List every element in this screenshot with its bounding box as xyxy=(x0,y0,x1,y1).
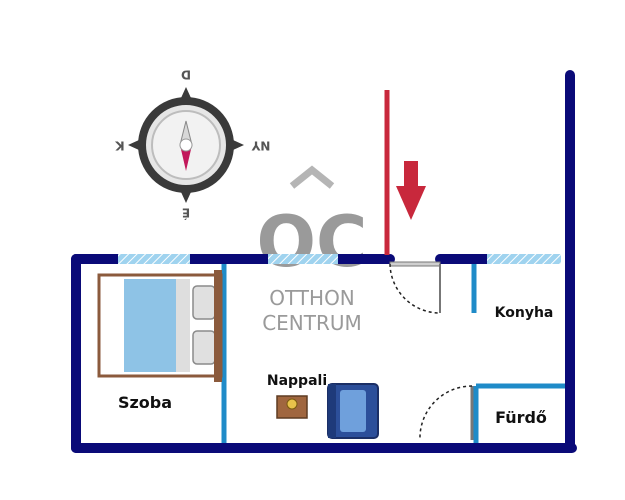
room-label-nappali: Nappali xyxy=(267,373,327,389)
pillow-top xyxy=(192,285,216,320)
bed-headboard xyxy=(214,270,222,382)
compass-center xyxy=(179,138,193,152)
compass-label-left: K xyxy=(115,139,125,153)
room-label-szoba: Szoba xyxy=(118,393,172,412)
bed-sheet xyxy=(176,279,190,372)
double-bed xyxy=(97,270,223,382)
bathroom-door xyxy=(419,385,474,441)
room-label-konyha: Konyha xyxy=(495,305,554,321)
lamp-icon xyxy=(286,398,298,410)
watermark-logo: OC OTTHON CENTRUM xyxy=(257,165,368,335)
watermark-roof-icon xyxy=(289,165,335,189)
entrance-door xyxy=(389,261,441,314)
outer-walls xyxy=(71,70,577,453)
window-konyha xyxy=(487,254,561,264)
compass-label-bottom: É xyxy=(182,206,190,221)
watermark-line1: OTTHON xyxy=(269,286,355,310)
coffee-table xyxy=(276,395,308,419)
compass-needle-red-icon xyxy=(180,145,192,171)
window-nappali xyxy=(268,254,338,264)
watermark-monogram: OC xyxy=(257,201,368,283)
armchair xyxy=(327,383,379,439)
bed-blanket xyxy=(124,279,176,372)
window-szoba xyxy=(118,254,190,264)
partition-walls xyxy=(221,264,565,443)
room-label-furdo: Fürdő xyxy=(495,408,547,427)
compass-label-top: D xyxy=(181,68,191,82)
compass: D É K NY xyxy=(115,68,271,221)
entry-arrow-icon xyxy=(396,161,426,220)
compass-label-right: NY xyxy=(251,139,270,153)
watermark-line2: CENTRUM xyxy=(262,311,362,335)
pillow-bottom xyxy=(192,330,216,365)
